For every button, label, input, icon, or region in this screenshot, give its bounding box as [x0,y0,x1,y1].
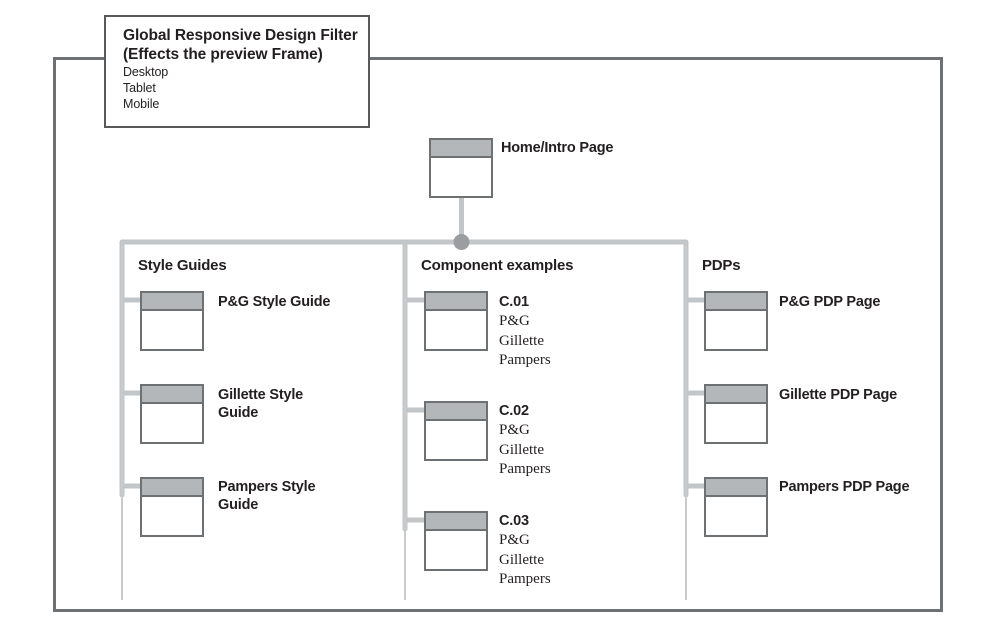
node-header-band [426,293,486,311]
node-label-home-intro-page: Home/Intro Page [501,140,614,156]
sub-item-pampers: Pampers [499,352,551,368]
node-header-band [706,479,766,497]
filter-option-mobile[interactable]: Mobile [123,97,160,111]
group-title-style-guides: Style Guides [138,257,227,274]
node-pampers-pdp-page[interactable] [704,477,768,537]
global-responsive-design-filter[interactable]: Global Responsive Design Filter (Effects… [104,15,370,128]
node-header-band [431,140,491,158]
filter-title-line-1: Global Responsive Design Filter [123,27,358,44]
node-pampers-style-guide[interactable] [140,477,204,537]
node-component-c03[interactable] [424,511,488,571]
filter-option-desktop[interactable]: Desktop [123,65,169,79]
node-label-pampers-style-guide: Pampers Style Guide [218,479,316,513]
sub-item-gillette: Gillette [499,332,544,349]
node-home-intro-page[interactable] [429,138,493,198]
sub-item-pg: P&G [499,422,530,438]
sub-item-gillette: Gillette [499,441,544,458]
node-label-pg-style-guide: P&G Style Guide [218,294,331,310]
node-header-band [142,479,202,497]
node-header-band [426,513,486,531]
node-label-pg-pdp-page: P&G PDP Page [779,294,881,310]
node-component-c01[interactable] [424,291,488,351]
node-header-band [706,386,766,404]
sub-list-component-c01: P&G Gillette Pampers [499,312,551,371]
node-header-band [706,293,766,311]
node-pg-style-guide[interactable] [140,291,204,351]
node-header-band [142,293,202,311]
node-header-band [142,386,202,404]
node-gillette-style-guide[interactable] [140,384,204,444]
node-header-band [426,403,486,421]
sub-item-pampers: Pampers [499,571,551,587]
group-title-pdps: PDPs [702,257,741,274]
node-label-component-c02: C.02 [499,403,529,419]
filter-title-line-2: (Effects the preview Frame) [123,46,323,63]
node-label-pampers-pdp-page: Pampers PDP Page [779,479,910,495]
node-component-c02[interactable] [424,401,488,461]
node-label-gillette-pdp-page: Gillette PDP Page [779,387,898,403]
node-label-component-c01: C.01 [499,294,529,310]
sub-item-pg: P&G [499,532,530,548]
sub-item-gillette: Gillette [499,551,544,568]
sub-item-pg: P&G [499,313,530,329]
filter-option-tablet[interactable]: Tablet [123,81,156,95]
sub-list-component-c03: P&G Gillette Pampers [499,531,551,590]
node-pg-pdp-page[interactable] [704,291,768,351]
preview-frame-border [53,57,943,612]
node-label-gillette-style-guide: Gillette Style Guide [218,387,304,421]
node-label-component-c03: C.03 [499,513,529,529]
sub-item-pampers: Pampers [499,461,551,477]
node-gillette-pdp-page[interactable] [704,384,768,444]
sub-list-component-c02: P&G Gillette Pampers [499,421,551,480]
group-title-component-examples: Component examples [421,257,574,274]
